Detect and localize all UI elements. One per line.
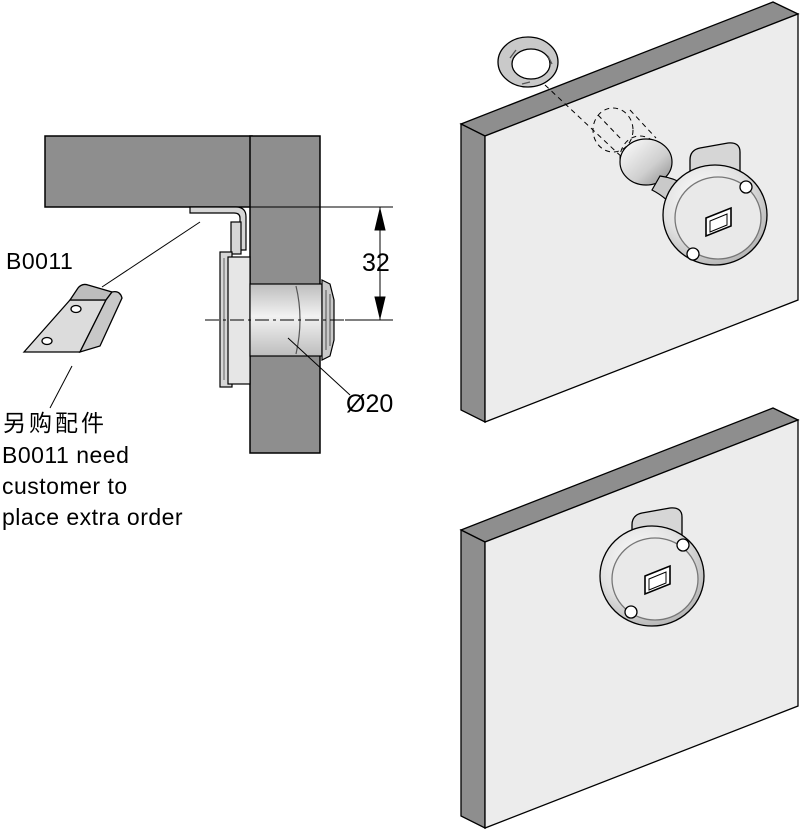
note-line-1: B0011 need [2,442,130,468]
note-line-3: place extra order [2,504,184,530]
cabinet-top-wall [44,135,253,208]
top-panel-side [460,122,486,424]
dimension-diameter-label: Ø20 [346,390,394,418]
diameter-leader [287,337,351,396]
lock-head-mounted [599,507,705,627]
note-cn: 另购配件 [3,410,107,436]
note-leader [49,365,73,409]
lock-ball [619,138,673,186]
dimension-32 [240,206,393,321]
part-code-label: B0011 [6,248,74,274]
top-panel-face [484,13,799,423]
top-panel [459,1,800,424]
bracket-leader [101,221,201,288]
bracket-part-b0011 [22,283,123,354]
section-view [44,135,393,454]
dimension-32-label: 32 [362,249,390,277]
installed-strike-bracket [189,206,247,255]
bottom-panel-side [460,528,486,829]
retaining-ring [497,36,559,88]
note-line-2: customer to [2,473,128,499]
lock-head-top [662,142,768,266]
